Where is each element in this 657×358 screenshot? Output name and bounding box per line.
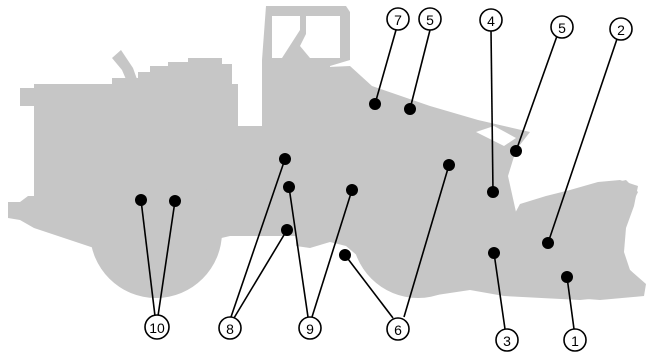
callout-circle-2	[609, 17, 633, 41]
callout-labels: 1 2 3 4 5 5 6 7 8 9 10	[149, 12, 625, 349]
point-2	[542, 237, 554, 249]
point-8a	[279, 153, 291, 165]
callout-circle-6	[386, 317, 410, 341]
cab-windows	[272, 16, 340, 58]
leader-3	[493, 252, 506, 330]
callout-circle-3	[495, 328, 519, 352]
callout-circle-4	[479, 8, 503, 32]
point-1	[561, 271, 573, 283]
point-9b	[346, 184, 358, 196]
rear-body	[8, 58, 296, 250]
callout-circle-8	[218, 316, 242, 340]
callouts	[144, 7, 633, 352]
leader-6b	[403, 164, 450, 318]
callout-circle-5a	[418, 7, 442, 31]
leader-10b	[157, 200, 176, 317]
point-3	[488, 247, 500, 259]
callout-label-2: 2	[617, 22, 625, 38]
callout-circle-7	[386, 7, 410, 31]
callout-label-9: 9	[306, 321, 314, 337]
leader-8b	[233, 229, 288, 319]
cab-window-left	[272, 16, 300, 58]
callout-label-8: 8	[226, 321, 234, 337]
leader-10a	[140, 199, 156, 317]
callout-label-4: 4	[487, 13, 495, 29]
callout-label-6: 6	[394, 322, 402, 338]
leader-5a	[409, 29, 431, 110]
callout-label-3: 3	[503, 333, 511, 349]
bucket	[506, 180, 646, 300]
cab-window-right	[300, 16, 340, 58]
point-5a	[404, 103, 416, 115]
callout-circle-9	[298, 316, 322, 340]
leader-1	[566, 276, 575, 330]
leader-5b	[515, 35, 558, 152]
leader-2	[547, 35, 619, 244]
callout-label-5b: 5	[558, 20, 566, 36]
point-4	[487, 186, 499, 198]
exhaust-pipe	[112, 50, 138, 84]
callout-label-1: 1	[571, 333, 579, 349]
callout-circle-5b	[550, 15, 574, 39]
rear-wheel	[90, 166, 222, 298]
callout-circle-1	[563, 328, 587, 352]
leader-9a	[288, 186, 309, 318]
point-9a	[283, 181, 295, 193]
point-6a	[339, 249, 351, 261]
leader-9b	[311, 189, 353, 318]
leader-7	[374, 29, 397, 105]
points	[135, 98, 573, 283]
point-8b	[281, 224, 293, 236]
point-10b	[169, 195, 181, 207]
leader-8a	[230, 158, 286, 318]
front-wheel	[352, 166, 484, 298]
point-7	[369, 98, 381, 110]
point-10a	[135, 194, 147, 206]
point-6b	[443, 159, 455, 171]
callout-circle-10	[144, 314, 170, 340]
point-5b	[510, 145, 522, 157]
callout-label-5a: 5	[426, 12, 434, 28]
leader-4	[490, 29, 494, 193]
leader-6a	[344, 254, 394, 319]
callout-label-10: 10	[149, 320, 165, 336]
boom-gap	[476, 126, 516, 146]
leader-lines	[140, 29, 619, 330]
callout-label-7: 7	[394, 12, 402, 28]
